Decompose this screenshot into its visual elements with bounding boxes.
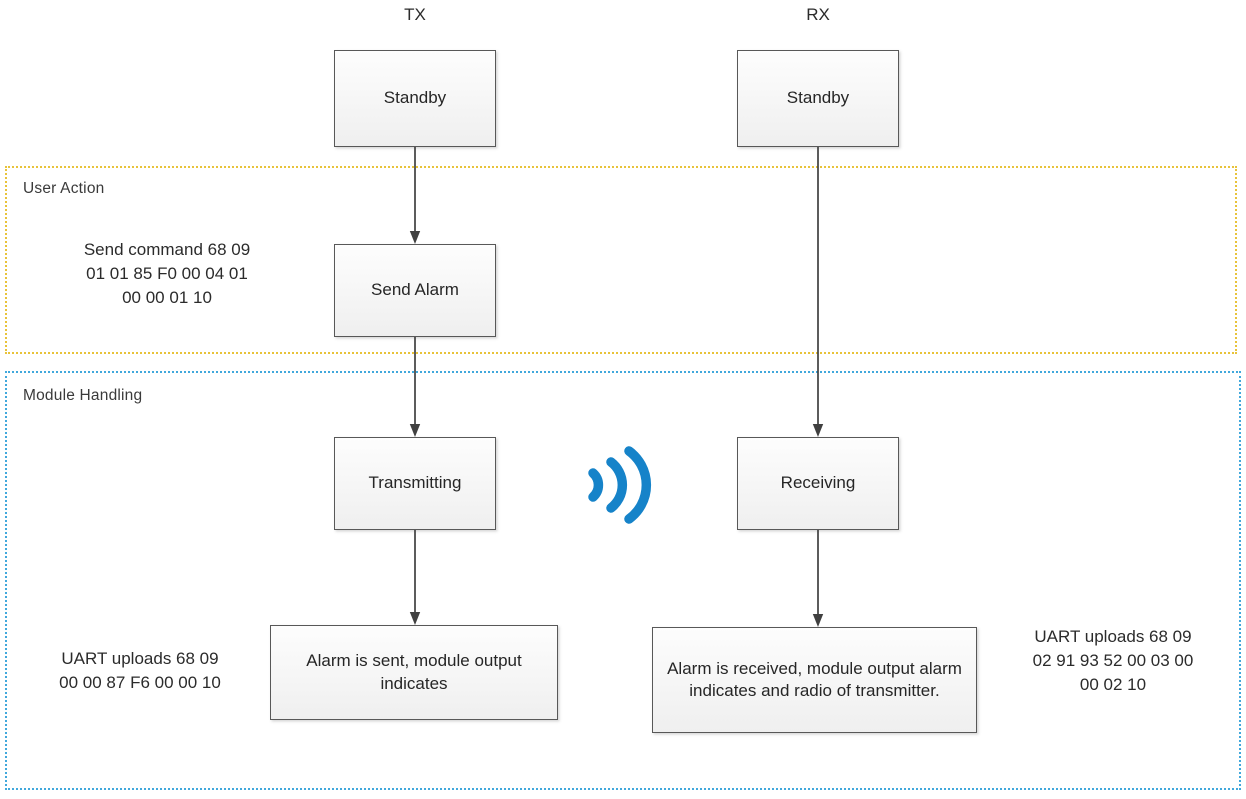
node-tx-send-alarm[interactable]: Send Alarm <box>334 244 496 337</box>
connector-rx-standby-to-receiving <box>812 147 824 437</box>
connector-tx-standby-to-send-alarm <box>409 147 421 244</box>
node-tx-transmitting[interactable]: Transmitting <box>334 437 496 530</box>
wireless-signal-icon <box>588 446 652 524</box>
swimlane-user-action: User Action <box>5 166 1237 354</box>
node-tx-standby[interactable]: Standby <box>334 50 496 147</box>
swimlane-module-handling-label: Module Handling <box>23 387 143 404</box>
node-tx-result[interactable]: Alarm is sent, module output indicates <box>270 625 558 720</box>
swimlane-module-handling: Module Handling <box>5 371 1241 790</box>
annotation-tx-uart: UART uploads 68 09 00 00 87 F6 00 00 10 <box>59 649 221 693</box>
connector-tx-transmitting-to-result <box>409 530 421 625</box>
node-rx-receiving[interactable]: Receiving <box>737 437 899 530</box>
column-header-rx: RX <box>806 5 830 24</box>
annotation-rx-uart: UART uploads 68 09 02 91 93 52 00 03 00 … <box>1032 627 1194 695</box>
connector-rx-receiving-to-result <box>812 530 824 627</box>
swimlane-user-action-label: User Action <box>23 180 105 197</box>
node-rx-standby[interactable]: Standby <box>737 50 899 147</box>
node-rx-result[interactable]: Alarm is received, module output alarm i… <box>652 627 977 733</box>
column-header-tx: TX <box>404 5 426 24</box>
annotation-tx-command: Send command 68 09 01 01 85 F0 00 04 01 … <box>83 240 251 308</box>
connector-tx-send-alarm-to-transmitting <box>409 337 421 437</box>
